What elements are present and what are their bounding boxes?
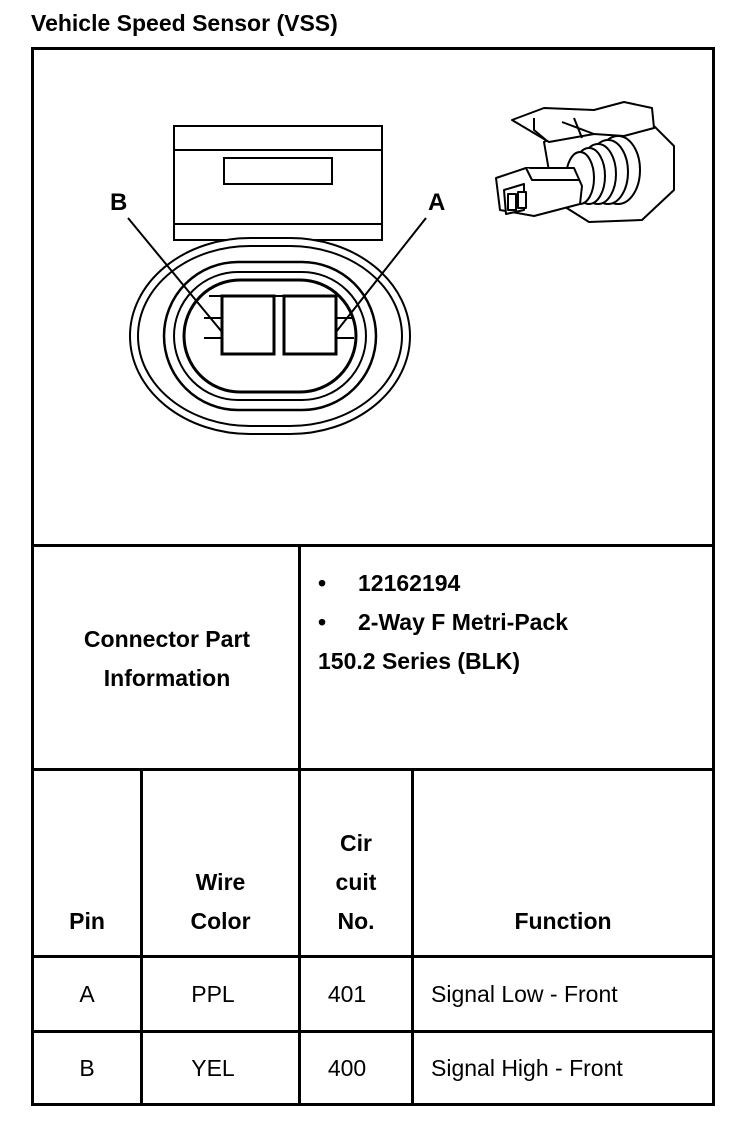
header-wire-color-line2: Color — [190, 908, 251, 934]
connector-series: 150.2 Series (BLK) — [318, 648, 520, 674]
header-circuit-line2: cuit — [335, 869, 377, 895]
connector-part-info-label-line2: Information — [103, 665, 231, 691]
row-b-pin: B — [79, 1055, 95, 1081]
connector-part-info-label-line1: Connector Part — [83, 626, 251, 652]
bullet-icon: • — [318, 609, 327, 635]
pin-b-label: B — [110, 189, 127, 216]
row-a-wire-color: PPL — [191, 981, 235, 1007]
pin-a-label: A — [428, 189, 445, 216]
connector-face-view-icon — [127, 125, 427, 435]
row-b-function: Signal High - Front — [431, 1055, 623, 1081]
connector-isometric-view-icon — [495, 101, 675, 223]
row-a-function: Signal Low - Front — [431, 981, 618, 1007]
header-wire-color: Wire Color — [143, 863, 298, 941]
header-circuit-line1: Cir — [340, 830, 372, 856]
list-item: • 12162194 — [318, 564, 568, 603]
header-function: Function — [514, 908, 612, 934]
connector-type: 2-Way F Metri-Pack — [358, 609, 569, 635]
divider-pin-column — [140, 768, 143, 1106]
divider-header-rows — [31, 955, 715, 958]
connector-part-info-label: Connector Part Information — [34, 620, 300, 698]
page-title: Vehicle Speed Sensor (VSS) — [31, 10, 338, 36]
connector-diagram: B A — [110, 101, 675, 435]
divider-info-table — [31, 768, 715, 771]
row-a-circuit: 401 — [327, 981, 367, 1007]
bullet-icon: • — [318, 570, 327, 596]
header-wire-color-line1: Wire — [195, 869, 246, 895]
divider-diagram-info — [31, 544, 715, 547]
header-circuit-line3: No. — [337, 908, 375, 934]
connector-part-info-list: • 12162194 • 2-Way F Metri-Pack 150.2 Se… — [318, 564, 568, 681]
divider-info-column — [298, 544, 301, 1106]
header-pin: Pin — [69, 908, 105, 934]
header-circuit-number: Cir cuit No. — [301, 824, 411, 941]
connector-table-frame — [31, 47, 715, 1106]
divider-row-a-b — [31, 1030, 715, 1033]
divider-circuit-column — [411, 768, 414, 1106]
connector-part-number: 12162194 — [358, 570, 461, 596]
list-item: • 2-Way F Metri-Pack — [318, 603, 568, 642]
row-b-circuit: 400 — [327, 1055, 367, 1081]
row-a-pin: A — [79, 981, 95, 1007]
row-b-wire-color: YEL — [191, 1055, 235, 1081]
